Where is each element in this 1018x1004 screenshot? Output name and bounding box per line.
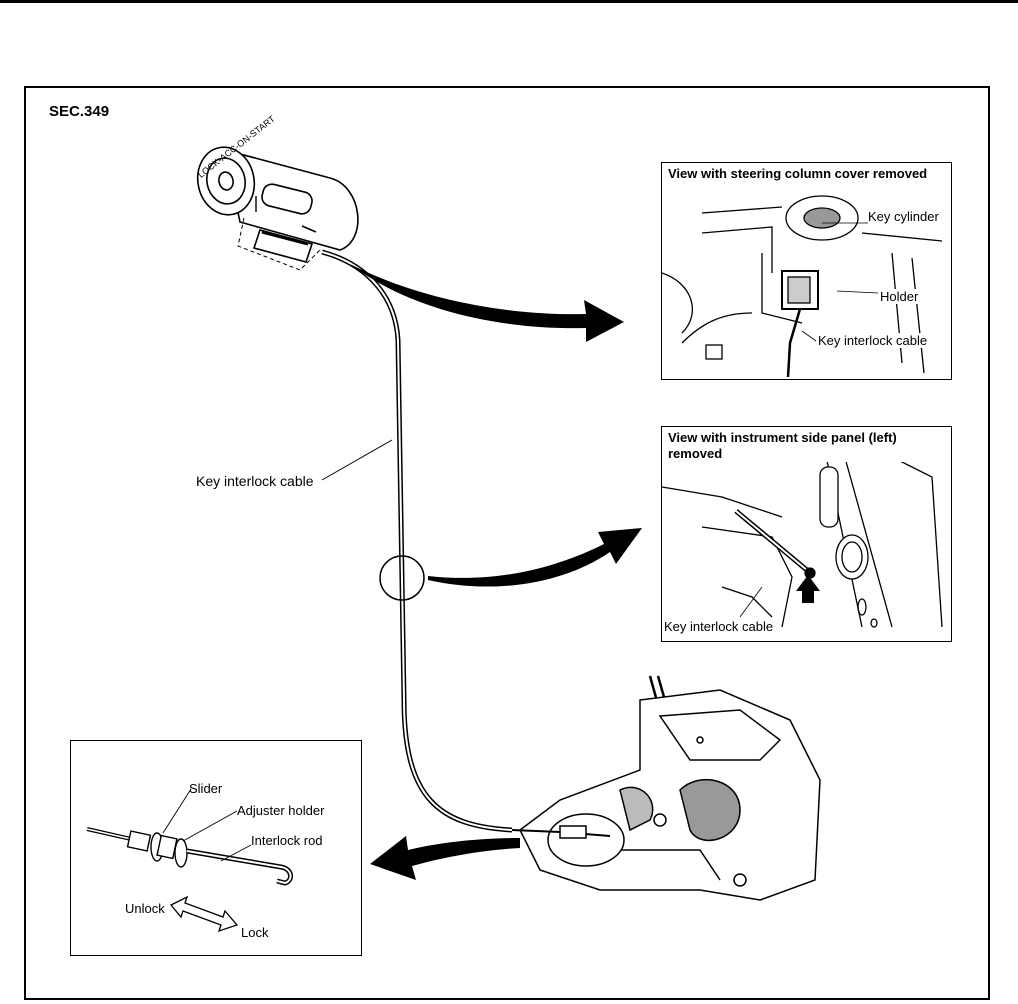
slider-detail-illustration	[86, 788, 293, 933]
arrow-to-detail-view	[370, 836, 520, 880]
view-arrows	[350, 264, 642, 880]
instrument-key-interlock-cable-label: Key interlock cable	[664, 619, 774, 634]
instrument-view-title: View with instrument side panel (left) r…	[668, 430, 948, 462]
section-label: SEC.349	[49, 103, 110, 120]
steering-view-title: View with steering column cover removed	[668, 166, 948, 182]
main-cable-label: Key interlock cable	[196, 473, 314, 489]
instrument-view-arrow	[796, 575, 820, 603]
lock-label: Lock	[241, 925, 269, 940]
cable-label-leader	[321, 439, 393, 481]
arrow-to-steering-view	[350, 264, 624, 342]
steering-column-view-panel: View with steering column cover removed …	[661, 162, 952, 380]
cable-detail-circle	[379, 555, 425, 601]
steering-view-illustration	[662, 195, 943, 378]
arrow-to-instrument-view	[428, 528, 642, 587]
key-cylinder-illustration	[196, 146, 359, 271]
instrument-view-illustration	[662, 436, 943, 628]
adjuster-holder-label: Adjuster holder	[237, 803, 325, 818]
shifter-illustration	[511, 675, 821, 901]
key-cylinder-label: Key cylinder	[868, 209, 939, 224]
holder-label: Holder	[880, 289, 919, 304]
instrument-side-panel-view-panel: View with instrument side panel (left) r…	[661, 426, 952, 642]
unlock-label: Unlock	[125, 901, 165, 916]
slider-label: Slider	[189, 781, 223, 796]
unlock-lock-double-arrow	[169, 895, 239, 933]
slider-detail-panel: Slider Adjuster holder Interlock rod Unl…	[70, 740, 362, 956]
interlock-rod-label: Interlock rod	[251, 833, 323, 848]
figure-frame	[24, 86, 990, 1000]
page-top-rule	[0, 0, 1018, 3]
steering-key-interlock-cable-label: Key interlock cable	[818, 333, 928, 348]
